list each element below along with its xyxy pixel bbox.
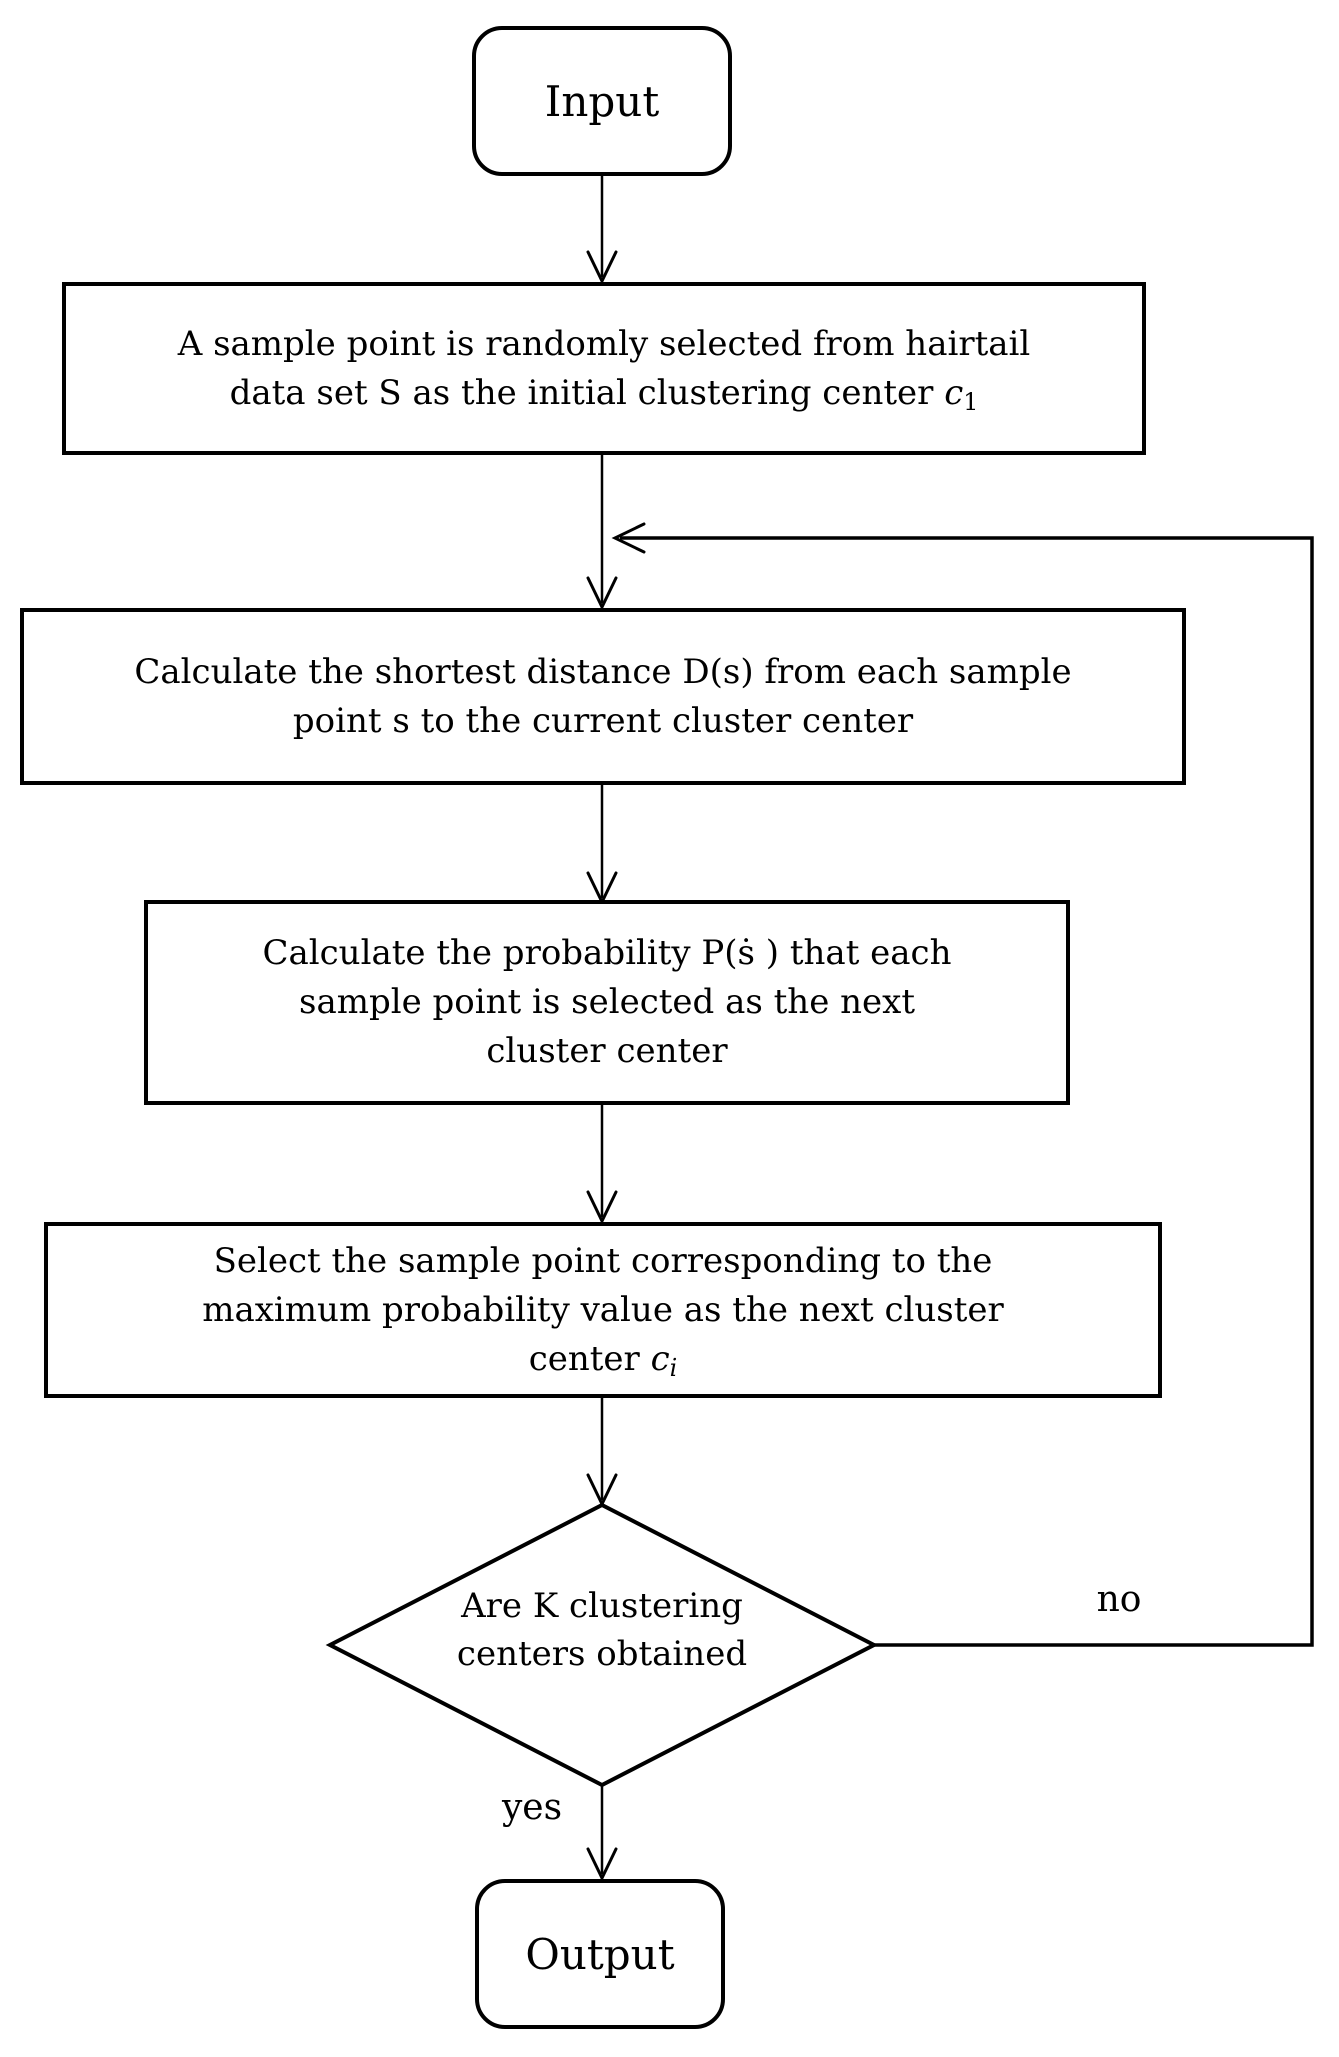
- edge-label-yes: yes: [501, 1787, 563, 1828]
- step4-subscript: i: [669, 1353, 678, 1382]
- node-input: Input: [472, 26, 732, 176]
- node-step3-line1: Calculate the probability P(ṡ ) that eac…: [262, 933, 952, 973]
- node-decision-line2: centers obtained: [456, 1634, 748, 1674]
- step1-variable: c: [944, 372, 964, 413]
- node-decision: Are K clustering centers obtained: [402, 1560, 802, 1700]
- node-output: Output: [475, 1879, 725, 2029]
- connector-no-loop: [620, 536, 1314, 1647]
- node-step3-line2: sample point is selected as the next: [299, 982, 915, 1022]
- node-step2: Calculate the shortest distance D(s) fro…: [20, 608, 1186, 785]
- arrow-down-icon: [586, 250, 618, 285]
- node-step1-line2: data set S as the initial clustering cen…: [229, 372, 979, 416]
- node-step4-line3: center ci: [528, 1338, 678, 1382]
- arrow-down-icon: [586, 1190, 618, 1225]
- node-step3: Calculate the probability P(ṡ ) that eac…: [144, 900, 1070, 1105]
- node-step2-line2: point s to the current cluster center: [292, 700, 914, 741]
- arrowheads: [586, 250, 646, 1882]
- node-step3-line3: cluster center: [486, 1031, 728, 1071]
- node-input-label: Input: [544, 76, 660, 126]
- step4-variable: c: [650, 1338, 670, 1379]
- node-step1: A sample point is randomly selected from…: [62, 282, 1146, 455]
- decision-diamond-shape: [325, 1502, 879, 1788]
- node-output-label: Output: [525, 1929, 675, 1979]
- node-step4: Select the sample point corresponding to…: [44, 1222, 1162, 1398]
- node-decision-line1: Are K clustering: [461, 1586, 743, 1626]
- arrow-down-icon: [586, 576, 618, 611]
- node-step4-line1: Select the sample point corresponding to…: [213, 1240, 993, 1281]
- node-step2-line1: Calculate the shortest distance D(s) fro…: [134, 651, 1072, 692]
- edge-label-no: no: [1096, 1579, 1142, 1620]
- arrow-left-icon: [611, 522, 646, 554]
- node-step4-line2: maximum probability value as the next cl…: [202, 1289, 1004, 1330]
- arrow-down-icon: [586, 1847, 618, 1882]
- node-step1-line1: A sample point is randomly selected from…: [177, 323, 1031, 364]
- step1-subscript: 1: [963, 387, 979, 416]
